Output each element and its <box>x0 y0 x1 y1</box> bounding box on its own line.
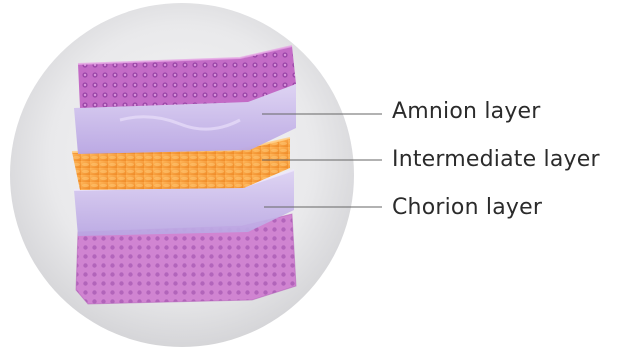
amnion-layer-label: Amnion layer <box>392 101 541 123</box>
chorion-layer-label: Chorion layer <box>392 197 542 219</box>
intermediate-layer-label: Intermediate layer <box>392 149 600 171</box>
